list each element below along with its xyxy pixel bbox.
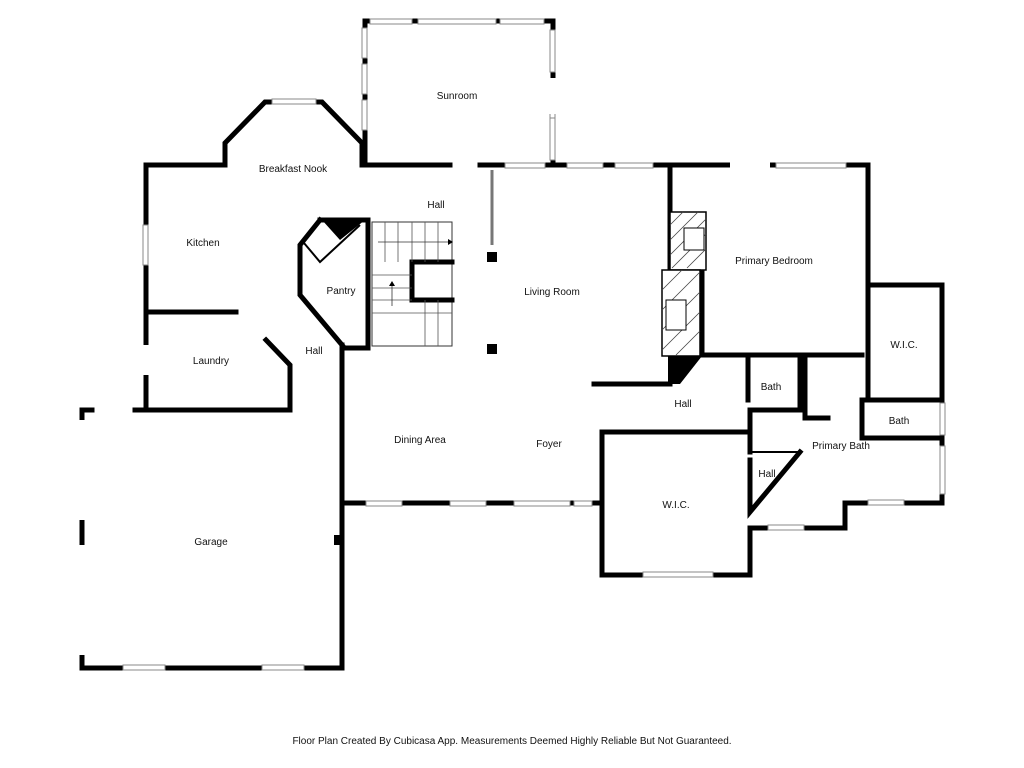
- dining-foyer-walls: [339, 500, 605, 507]
- wic-bottom-walls: [599, 429, 753, 578]
- label-foyer: Foyer: [536, 439, 562, 450]
- kitchen-area-walls: [132, 170, 497, 503]
- label-wic-right: W.I.C.: [890, 340, 917, 351]
- label-dining-area: Dining Area: [394, 435, 446, 446]
- label-hall-left: Hall: [305, 346, 322, 357]
- main-outer-walls: [141, 161, 946, 531]
- label-pantry: Pantry: [327, 286, 356, 297]
- breakfast-nook-walls: [222, 98, 365, 168]
- label-bath-right: Bath: [889, 416, 910, 427]
- label-bath-top: Bath: [761, 382, 782, 393]
- label-laundry: Laundry: [193, 356, 229, 367]
- primary-bedroom-walls: [591, 162, 865, 387]
- label-primary-bath: Primary Bath: [812, 441, 870, 452]
- label-hall-mid: Hall: [674, 399, 691, 410]
- label-primary-bedroom: Primary Bedroom: [735, 256, 813, 267]
- footer-disclaimer: Floor Plan Created By Cubicasa App. Meas…: [292, 736, 732, 747]
- label-breakfast-nook: Breakfast Nook: [259, 164, 328, 175]
- label-hall-top: Hall: [427, 200, 444, 211]
- label-living-room: Living Room: [524, 287, 580, 298]
- label-kitchen: Kitchen: [186, 238, 219, 249]
- garage-walls: [79, 407, 345, 671]
- label-wic-bottom: W.I.C.: [662, 500, 689, 511]
- label-sunroom: Sunroom: [437, 91, 478, 102]
- bath-walls: [745, 282, 943, 519]
- label-hall-small: Hall: [758, 469, 775, 480]
- sunroom-walls: [361, 18, 557, 168]
- label-garage: Garage: [194, 537, 228, 548]
